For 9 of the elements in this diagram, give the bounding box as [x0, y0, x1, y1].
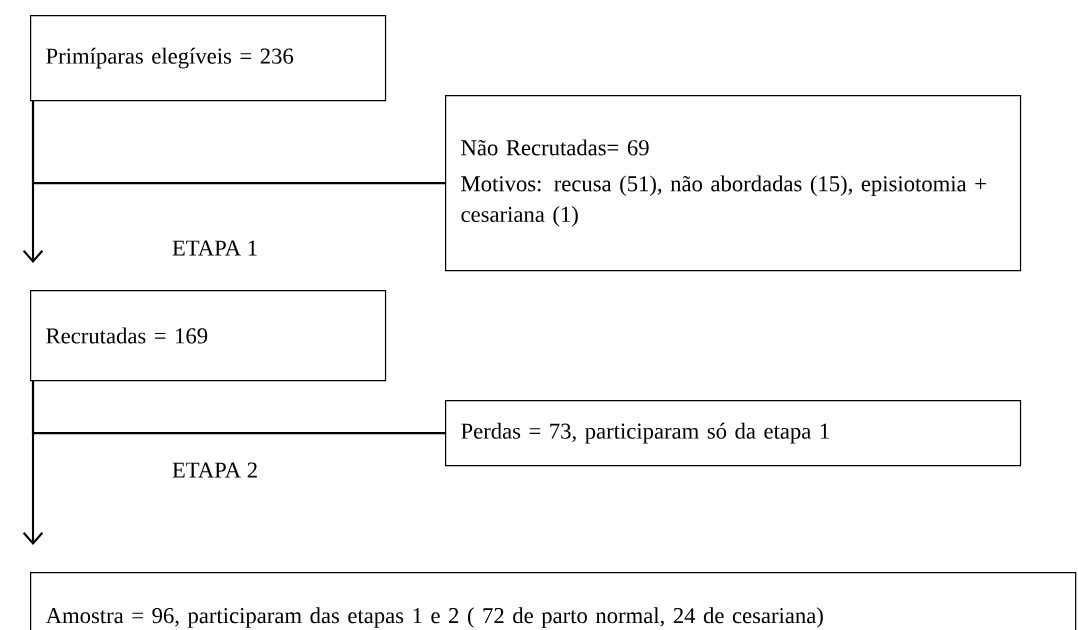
stage-label: ETAPA 1: [172, 240, 257, 256]
flow-box: Recrutadas = 169: [30, 290, 387, 382]
flow-box: Não Recrutadas= 69 Motivos: recusa (51), não abordadas (15), episiotomia + cesariana (1): [445, 95, 1022, 272]
flow-box: Primíparas elegíveis = 236: [30, 15, 387, 102]
connector: [31, 100, 445, 185]
connector: [31, 380, 445, 435]
flow-box: Perdas = 73, participaram só da etapa 1: [445, 400, 1022, 467]
stage-label: ETAPA 2: [172, 462, 257, 478]
flow-box: Amostra = 96, participaram das etapas 1 e 2 ( 72 de parto normal, 24 de cesariana): [30, 572, 1077, 630]
